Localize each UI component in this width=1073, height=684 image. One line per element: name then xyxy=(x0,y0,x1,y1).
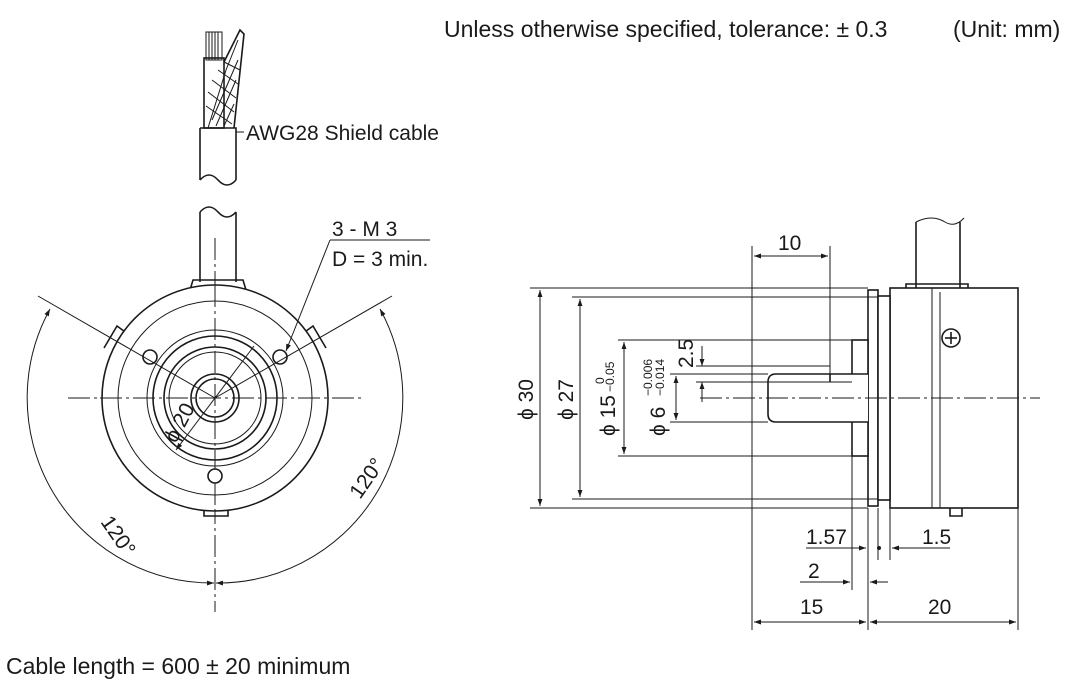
dim-flange-2: 2 xyxy=(808,560,820,583)
cross-screw-icon xyxy=(941,328,961,348)
shield-cable-end xyxy=(199,28,245,186)
dim-phi15: ϕ 15 xyxy=(597,395,620,436)
phi6-tol-upper: −0.006 xyxy=(641,359,655,396)
front-view xyxy=(26,206,404,612)
cable-label: AWG28 Shield cable xyxy=(246,122,439,145)
depth-callout: D = 3 min. xyxy=(332,248,428,271)
dim-body-20: 20 xyxy=(928,596,951,619)
dim-shaft-flat-length: 10 xyxy=(778,232,801,255)
phi15-tol-upper: 0 xyxy=(593,377,607,384)
dim-phi30: ϕ 30 xyxy=(515,379,538,420)
phi15-tol-lower: −0.05 xyxy=(603,361,617,392)
angle-label-right: 120° xyxy=(345,454,389,503)
dim-phi27: ϕ 27 xyxy=(555,379,578,420)
dim-flat: 2.5 xyxy=(675,339,698,368)
cable-length-note: Cable length = 600 ± 20 minimum xyxy=(6,653,350,679)
dim-flange-15: 1.5 xyxy=(922,526,951,549)
dim-shaft-15: 15 xyxy=(800,596,823,619)
unit-note: (Unit: mm) xyxy=(953,16,1060,42)
dim-flange-157: 1.57 xyxy=(806,526,847,549)
dim-phi6: ϕ 6 xyxy=(647,407,670,436)
tolerance-note: Unless otherwise specified, tolerance: ±… xyxy=(444,16,887,42)
phi6-tol-lower: −0.014 xyxy=(653,359,667,396)
angle-label-left: 120° xyxy=(96,512,140,561)
side-view xyxy=(700,217,1040,517)
thread-callout: 3 - M 3 xyxy=(332,218,397,241)
